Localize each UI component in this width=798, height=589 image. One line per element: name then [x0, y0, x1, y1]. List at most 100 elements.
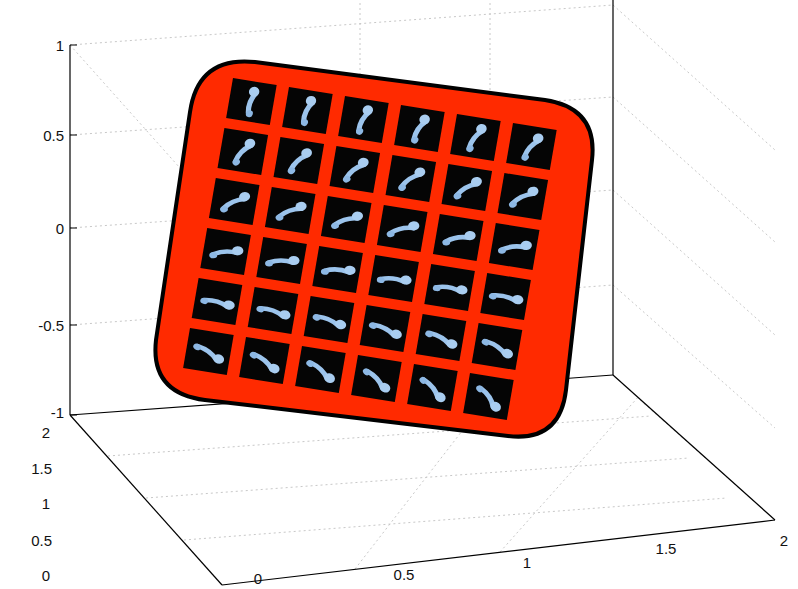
- image-tile: [377, 205, 428, 252]
- pose-figure: [321, 264, 356, 277]
- image-tile: [506, 123, 557, 170]
- image-tile: [472, 323, 523, 370]
- pose-figure: [376, 272, 412, 287]
- tile-background: [377, 205, 428, 252]
- tile-background: [321, 196, 372, 243]
- tick-label: -0.5: [38, 318, 64, 333]
- image-tile: [489, 223, 540, 270]
- pose-figure: [350, 104, 376, 136]
- tile-background: [450, 114, 501, 161]
- tile-background: [304, 296, 355, 343]
- tick-label: 0.5: [43, 128, 64, 143]
- image-tile: [433, 214, 484, 261]
- image-tile: [304, 296, 355, 343]
- grid-lines: [70, 0, 775, 569]
- pose-figure: [283, 146, 316, 175]
- image-tile: [295, 346, 346, 393]
- image-tile: [312, 246, 363, 293]
- image-tile: [407, 364, 458, 411]
- pose-figure: [227, 137, 259, 167]
- pose-figure: [208, 246, 244, 259]
- pose-figure: [405, 113, 433, 145]
- image-tile: [351, 355, 402, 402]
- tile-background: [200, 228, 251, 275]
- tile-background: [265, 187, 316, 234]
- pose-figure: [516, 131, 547, 162]
- tile-background: [192, 278, 243, 325]
- pose-figure: [305, 356, 337, 386]
- tick-label: 2: [780, 533, 788, 548]
- tile-background: [433, 214, 484, 261]
- pose-figure: [248, 347, 281, 376]
- pose-figure: [394, 165, 429, 192]
- tile-background: [394, 105, 445, 152]
- image-tile: [463, 373, 514, 420]
- image-tile: [200, 228, 251, 275]
- tile-background: [218, 128, 269, 175]
- tile-background: [338, 96, 389, 143]
- tick-label: 0: [254, 571, 262, 586]
- tick-label: 1.5: [31, 461, 52, 476]
- tick-label: 0.5: [394, 567, 415, 582]
- tile-background: [416, 314, 467, 361]
- image-tile: [368, 255, 419, 302]
- image-tile: [498, 173, 549, 220]
- pose-figure: [312, 309, 348, 332]
- image-tile: [386, 155, 437, 202]
- red-panel: [155, 61, 592, 436]
- tile-background: [248, 287, 299, 334]
- image-tile: [480, 273, 531, 320]
- image-tile: [338, 96, 389, 143]
- tile-background: [282, 87, 333, 134]
- image-tile: [239, 337, 290, 384]
- image-tile: [424, 264, 475, 311]
- pose-figure: [368, 317, 404, 342]
- tile-background: [424, 264, 475, 311]
- tile-background: [463, 373, 514, 420]
- image-tile: [360, 305, 411, 352]
- pose-figure: [480, 334, 515, 362]
- tile-background: [360, 305, 411, 352]
- tile-background: [183, 328, 234, 375]
- image-tile: [248, 287, 299, 334]
- tile-background: [226, 78, 277, 125]
- pose-figure: [497, 240, 533, 254]
- pose-figure: [449, 175, 484, 200]
- image-tile: [321, 196, 372, 243]
- pose-figure: [328, 210, 365, 230]
- tick-label: 2: [42, 425, 50, 440]
- tile-background: [256, 237, 307, 284]
- pose-figure: [488, 288, 524, 307]
- tick-label: 1.5: [656, 541, 677, 556]
- pose-figure: [361, 364, 392, 395]
- tick-label: 1: [523, 555, 531, 570]
- tile-background: [330, 146, 381, 193]
- tile-background: [506, 123, 557, 170]
- image-tile: [416, 314, 467, 361]
- axis-lines: [70, 0, 775, 585]
- image-tile: [274, 137, 325, 184]
- pose-figure: [265, 256, 300, 267]
- tile-background: [472, 323, 523, 370]
- tile-background: [351, 355, 402, 402]
- image-tile: [282, 87, 333, 134]
- pose-figure: [475, 382, 503, 414]
- tick-label: 0.5: [31, 533, 52, 548]
- tile-background: [368, 255, 419, 302]
- tick-label: 0: [42, 568, 50, 583]
- pose-figure: [217, 190, 253, 213]
- image-tile: [450, 114, 501, 161]
- tile-background: [209, 178, 260, 225]
- tile-background: [480, 273, 531, 320]
- pose-figure: [441, 230, 477, 246]
- image-tile: [442, 164, 493, 211]
- image-tile: [209, 178, 260, 225]
- tile-background: [239, 337, 290, 384]
- image-tile: [394, 105, 445, 152]
- tick-label: 1: [42, 496, 50, 511]
- image-tile: [218, 128, 269, 175]
- image-tile: [330, 146, 381, 193]
- tile-background: [312, 246, 363, 293]
- pose-figure: [461, 122, 490, 153]
- image-tile: [192, 278, 243, 325]
